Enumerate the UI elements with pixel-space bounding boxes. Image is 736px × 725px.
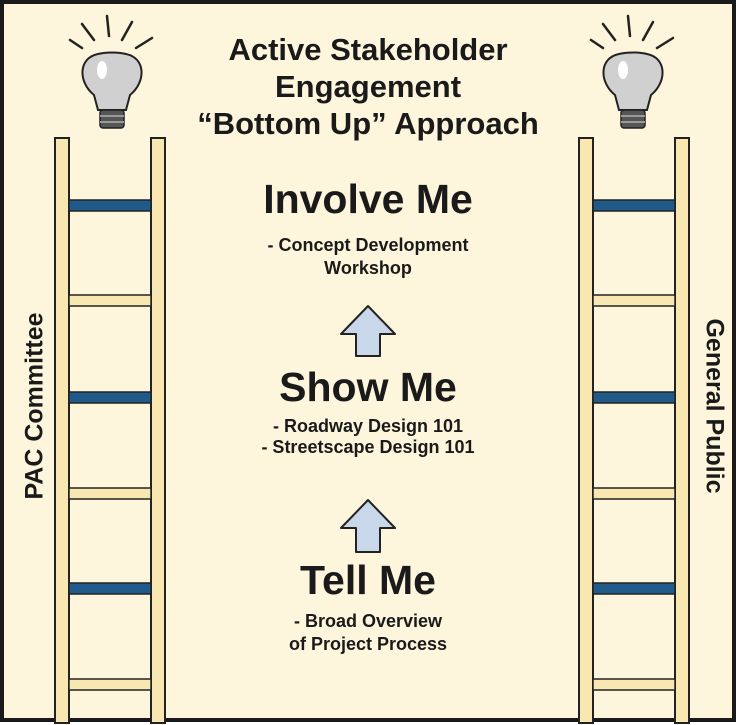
right-ladder <box>578 137 690 724</box>
left-side-label: PAC Committee <box>20 312 49 500</box>
up-arrow-icon <box>340 499 396 553</box>
left-ladder-rung-blue <box>68 391 152 404</box>
right-ladder-rung-blue <box>592 391 676 404</box>
title-line: Engagement <box>274 69 462 104</box>
title-line: Active Stakeholder <box>228 32 508 67</box>
right-side-label: General Public <box>700 318 729 494</box>
right-ladder-rail <box>674 137 690 724</box>
step-detail: Workshop <box>324 258 412 278</box>
step-heading: Show Me <box>279 364 457 410</box>
step-detail: - Streetscape Design 101 <box>261 437 475 457</box>
title-line: “Bottom Up” Approach <box>197 106 539 141</box>
left-ladder <box>54 137 166 724</box>
left-ladder-rail <box>54 137 70 724</box>
left-ladder-rung-blue <box>68 582 152 595</box>
light-bulb-icon <box>589 14 675 129</box>
left-ladder-rung-blue <box>68 199 152 212</box>
left-ladder-rung <box>68 678 152 691</box>
left-ladder-rail <box>150 137 166 724</box>
up-arrow-icon <box>340 305 396 357</box>
right-ladder-rung <box>592 678 676 691</box>
right-ladder-rung <box>592 294 676 307</box>
light-bulb-icon <box>68 14 154 129</box>
right-ladder-rung-blue <box>592 582 676 595</box>
right-ladder-rail <box>578 137 594 724</box>
step-detail: - Roadway Design 101 <box>272 416 464 436</box>
right-ladder-rung-blue <box>592 199 676 212</box>
step-detail: - Broad Overview <box>293 611 443 631</box>
step-heading: Tell Me <box>300 557 436 603</box>
left-ladder-rung <box>68 294 152 307</box>
step-heading: Involve Me <box>263 176 473 222</box>
step-detail: - Concept Development <box>267 235 469 255</box>
right-ladder-rung <box>592 487 676 500</box>
left-ladder-rung <box>68 487 152 500</box>
step-detail: of Project Process <box>288 634 448 654</box>
